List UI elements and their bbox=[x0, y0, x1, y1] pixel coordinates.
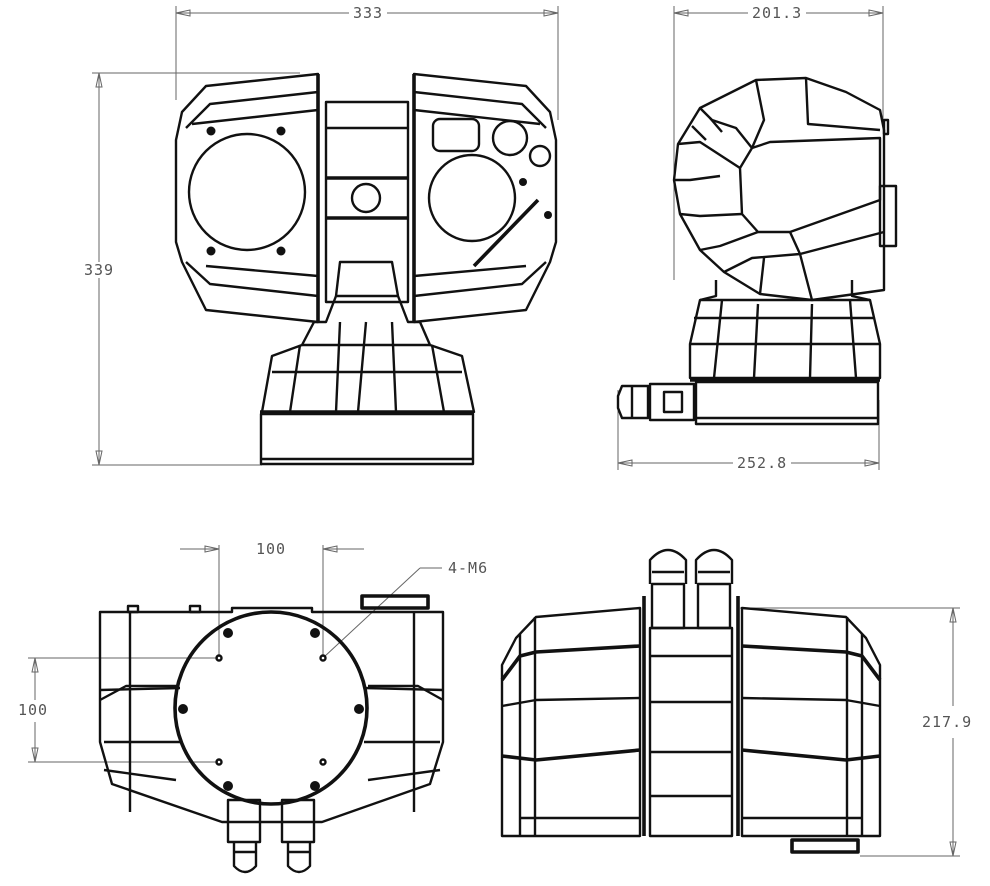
callout-label-4-m6: 4-M6 bbox=[444, 560, 493, 576]
right-camera-housing bbox=[412, 72, 558, 324]
dimension-label-base-depth: 252.8 bbox=[733, 455, 792, 471]
bottom-housing bbox=[98, 594, 445, 824]
dimension-line-339 bbox=[92, 72, 300, 466]
left-camera-housing bbox=[174, 72, 320, 324]
back-cable-glands bbox=[648, 548, 734, 630]
dimension-label-front-height: 339 bbox=[80, 262, 119, 278]
dimension-line-217-9 bbox=[740, 607, 960, 857]
dimension-line-100-horizontal bbox=[180, 545, 364, 656]
dimension-label-hole-spacing-x: 100 bbox=[252, 541, 291, 557]
dimension-label-head-depth: 201.3 bbox=[748, 5, 807, 21]
dimension-label-back-height: 217.9 bbox=[918, 714, 977, 730]
bottom-view bbox=[28, 545, 445, 874]
back-view bbox=[500, 548, 960, 857]
back-left-housing bbox=[500, 606, 642, 838]
dimension-line-201-3 bbox=[673, 6, 884, 280]
pan-base bbox=[259, 260, 476, 466]
bottom-cable-glands bbox=[226, 798, 316, 874]
side-camera-head bbox=[672, 76, 898, 302]
back-side-bracket bbox=[790, 838, 860, 854]
dimension-line-100-vertical bbox=[28, 657, 218, 763]
m6-hole bbox=[215, 758, 223, 766]
mounting-plate bbox=[173, 610, 369, 806]
back-center-yoke bbox=[642, 596, 740, 838]
back-right-housing bbox=[740, 606, 882, 838]
center-yoke bbox=[324, 100, 410, 304]
m6-hole bbox=[215, 654, 223, 662]
dimension-label-hole-spacing-y: 100 bbox=[14, 702, 53, 718]
side-cable-connector bbox=[616, 382, 696, 422]
m6-hole bbox=[319, 758, 327, 766]
dimension-label-front-width: 333 bbox=[349, 5, 388, 21]
front-view bbox=[92, 6, 559, 466]
m6-hole bbox=[319, 654, 327, 662]
side-view bbox=[616, 6, 898, 470]
side-pan-base bbox=[688, 280, 882, 426]
